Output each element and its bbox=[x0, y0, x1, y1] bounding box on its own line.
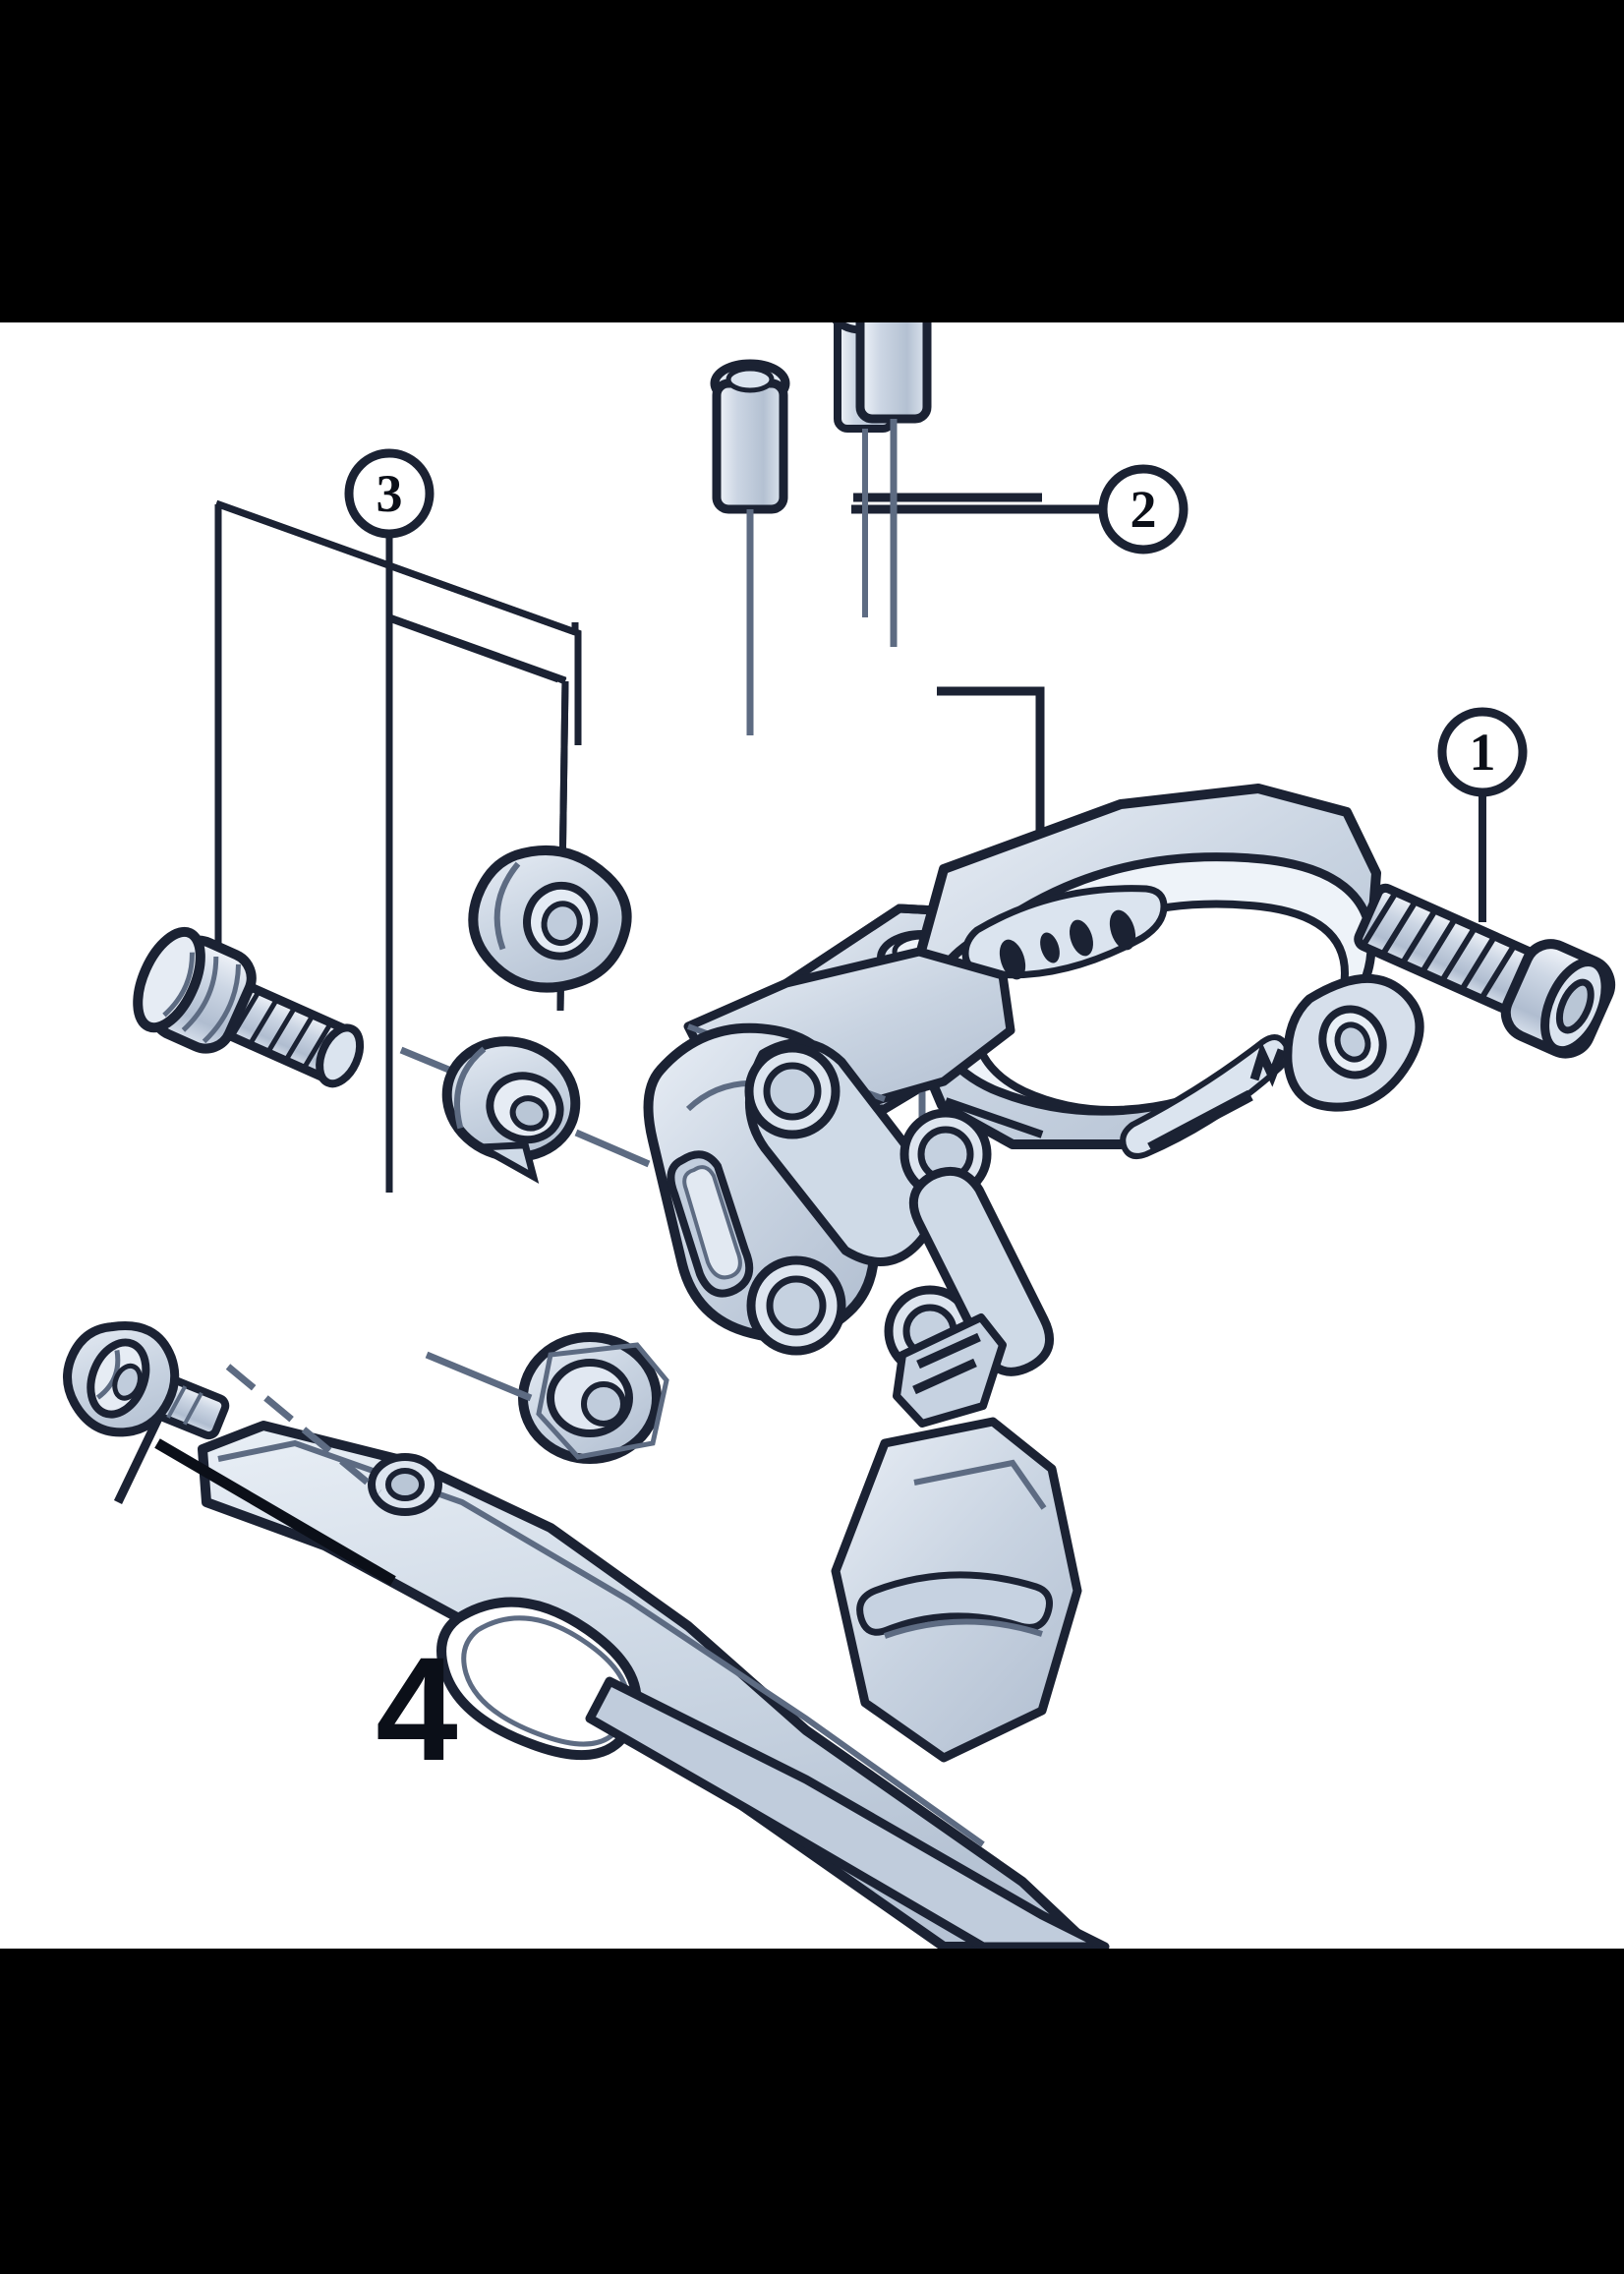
letterbox-bottom bbox=[0, 1949, 1624, 2274]
leader-3-nut-drop bbox=[214, 499, 582, 745]
callout-4-label: 4 bbox=[376, 1626, 457, 1791]
letterbox-top bbox=[0, 0, 1624, 322]
part-3-nut bbox=[468, 845, 632, 993]
part-1-clamp-bolt bbox=[1354, 883, 1616, 1059]
callout-2-label: 2 bbox=[1131, 480, 1157, 539]
callout-2[interactable]: 2 bbox=[1098, 464, 1189, 554]
cage-fixing-eyelet bbox=[368, 1453, 442, 1516]
derailleur-body bbox=[198, 947, 1110, 1949]
callout-1-label: 1 bbox=[1470, 723, 1496, 782]
part-4-cage-bolt bbox=[63, 1321, 396, 1586]
part-3-washer bbox=[441, 1036, 651, 1184]
callout-4[interactable]: 4 bbox=[376, 1626, 457, 1791]
callout-1[interactable]: 1 bbox=[1437, 707, 1528, 797]
clamp-band bbox=[909, 784, 1424, 1159]
callout-3-label: 3 bbox=[377, 464, 403, 523]
cable-fixing-boss bbox=[518, 1332, 669, 1464]
part-2-bolt-a-lower bbox=[855, 322, 932, 647]
callout-3[interactable]: 3 bbox=[344, 448, 435, 539]
callout-markers: 1 2 3 4 bbox=[344, 448, 1528, 1791]
part-2-bolt-b bbox=[710, 359, 790, 735]
part-3-bolt bbox=[133, 926, 493, 1091]
diagram-canvas: 1 2 3 4 bbox=[0, 322, 1624, 1949]
leader-3-to-nut bbox=[387, 614, 560, 683]
